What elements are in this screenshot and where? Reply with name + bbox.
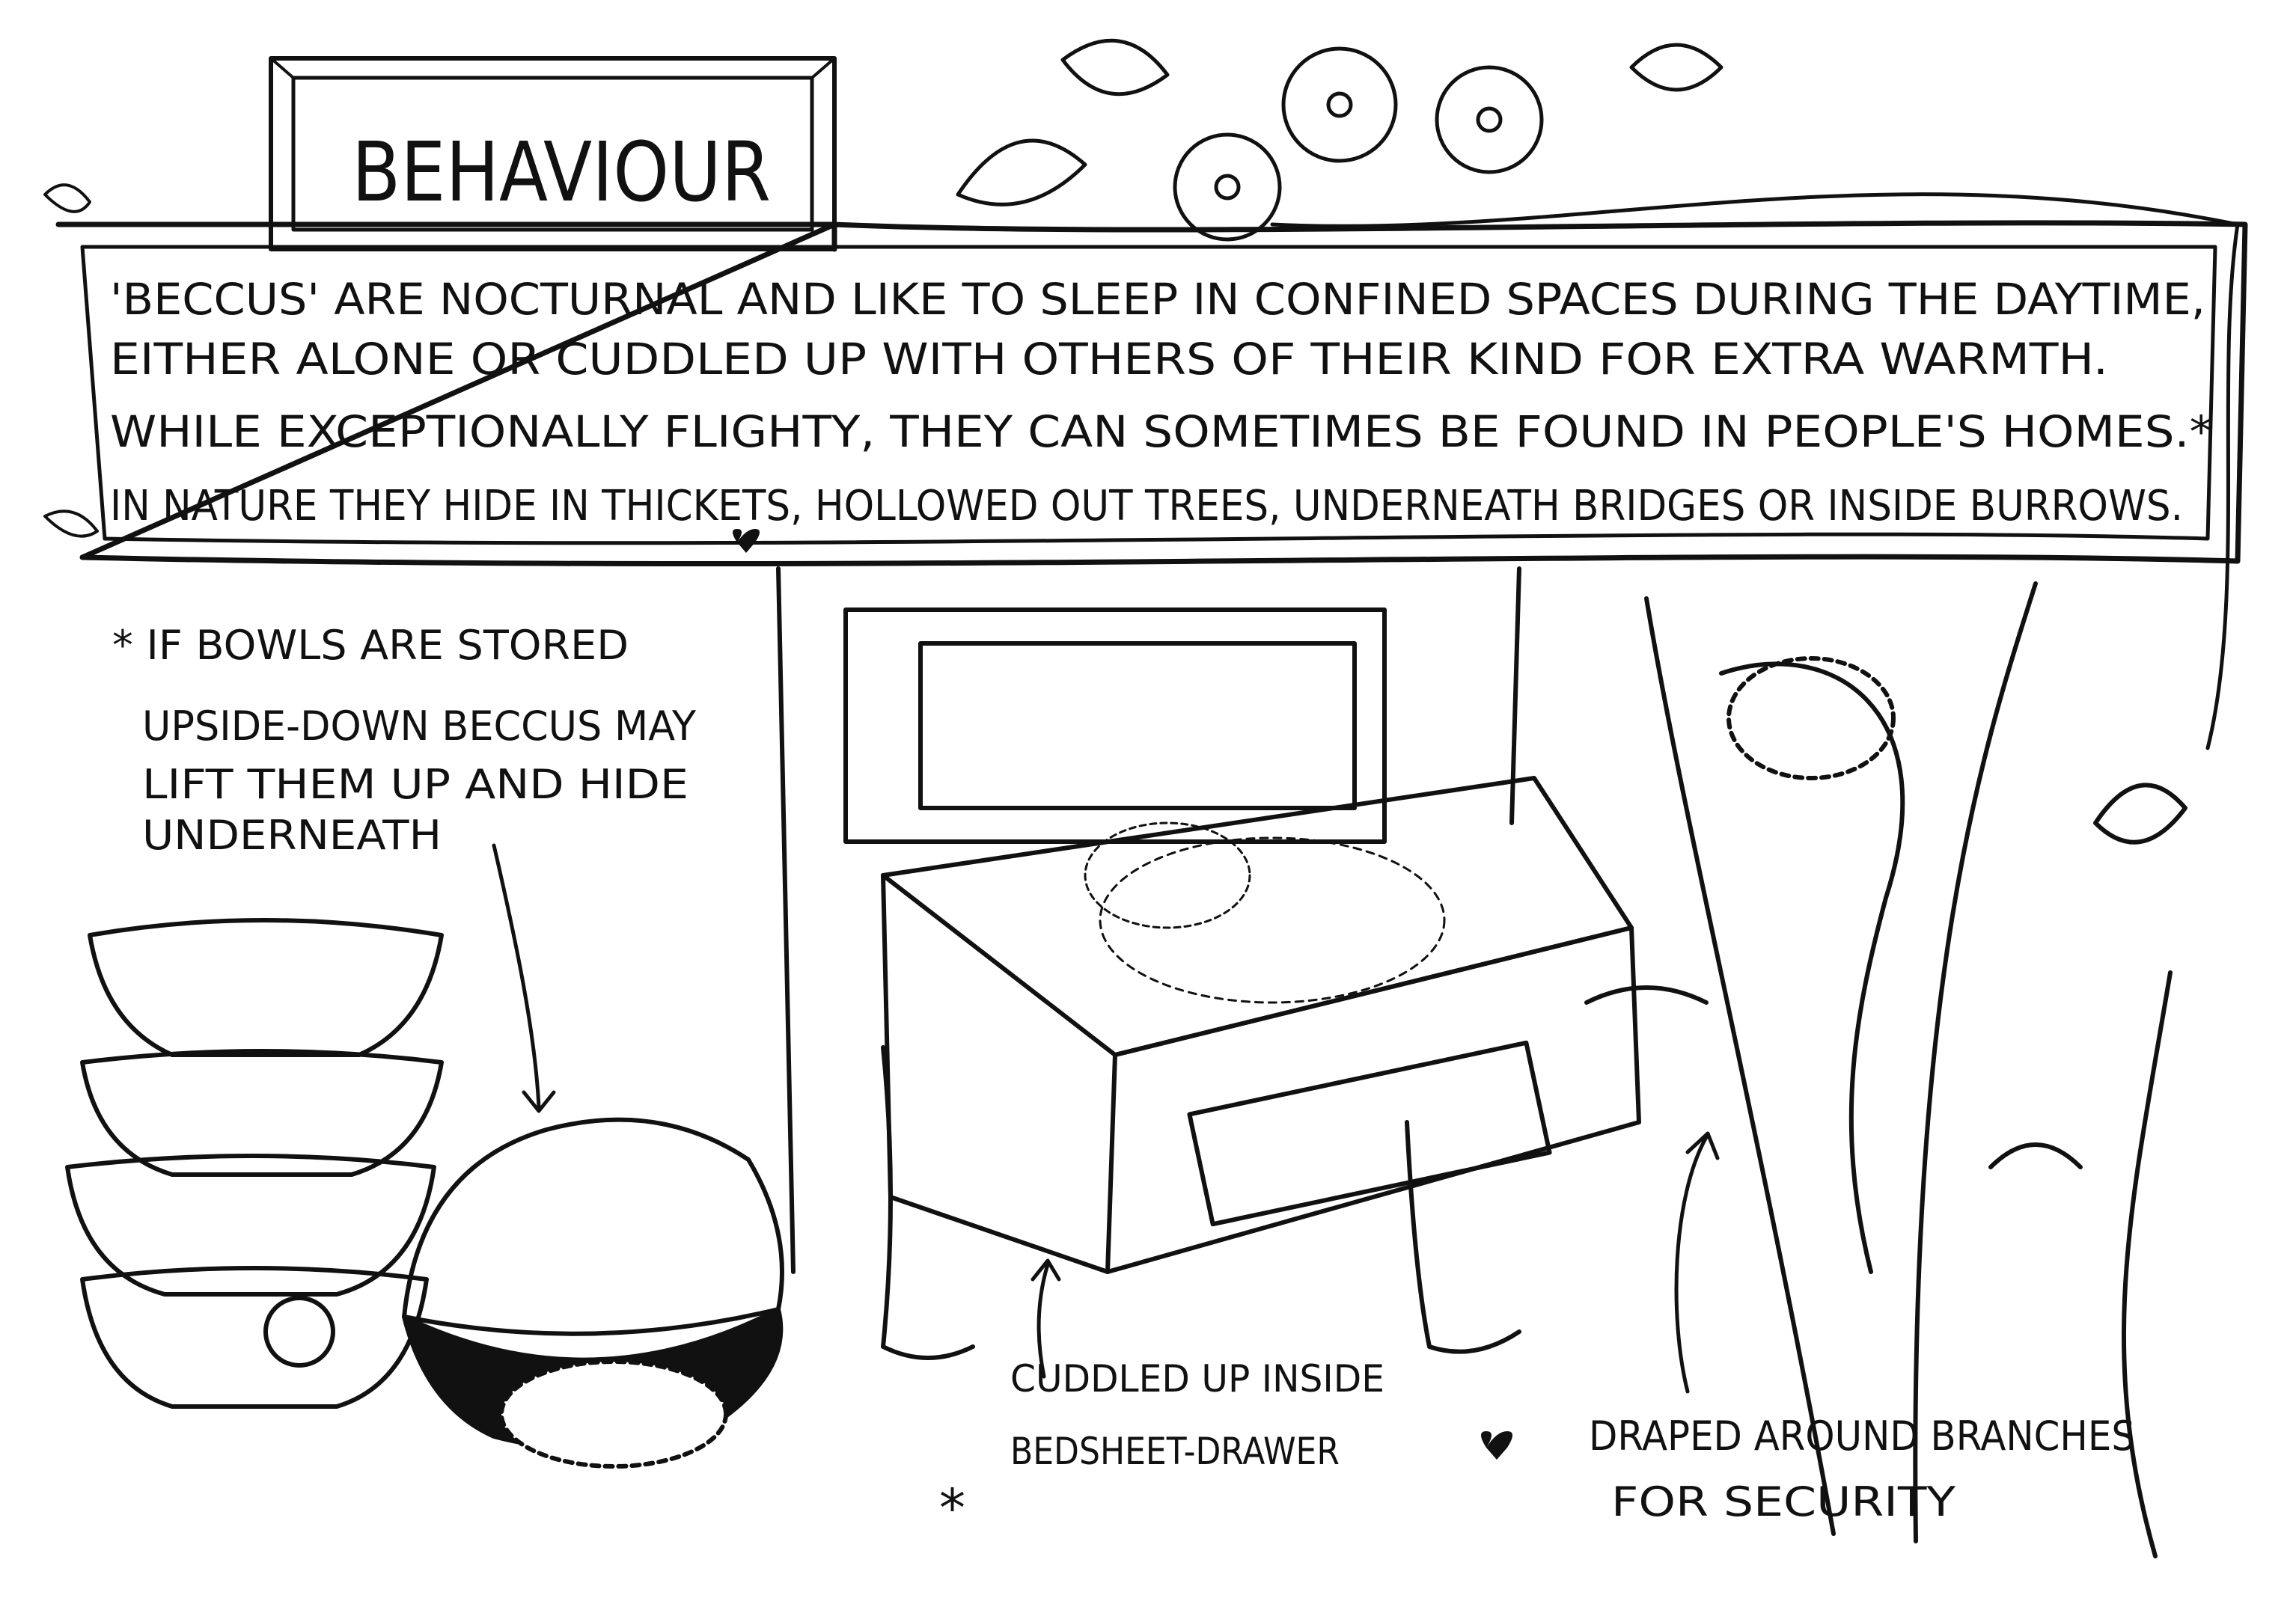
main-text-line: WHILE EXCEPTIONALLY FLIGHTY, THEY CAN SO… — [110, 406, 2213, 457]
main-text-line: EITHER ALONE OR CUDDLED UP WITH OTHERS O… — [110, 334, 2108, 385]
title-frame — [269, 56, 837, 251]
upside-down-bowl — [402, 1117, 784, 1469]
text-banner — [43, 183, 2248, 567]
footnote-line: UPSIDE-DOWN BECCUS MAY — [142, 703, 697, 750]
heart-icon — [733, 529, 760, 553]
rose-garland — [956, 38, 2240, 750]
branches-caption: DRAPED AROUND BRANCHES — [1589, 1413, 2135, 1460]
branches-caption: FOR SECURITY — [1611, 1478, 1956, 1525]
drawer-caption: BEDSHEET-DRAWER — [1010, 1430, 1340, 1473]
page-title: BEHAVIOUR — [352, 124, 771, 220]
drawer-caption: CUDDLED UP INSIDE — [1010, 1357, 1384, 1401]
main-text-line: IN NATURE THEY HIDE IN THICKETS, HOLLOWE… — [110, 482, 2183, 530]
bowl-stack — [65, 918, 444, 1409]
main-text-line: 'BECCUS' ARE NOCTURNAL AND LIKE TO SLEEP… — [110, 274, 2205, 325]
heart-icon — [1481, 1431, 1512, 1460]
sleeping-beccus-drawer — [1084, 821, 1446, 1004]
footnote: * IF BOWLS ARE STORED UPSIDE-DOWN BECCUS… — [112, 622, 697, 859]
footnote-line: * IF BOWLS ARE STORED — [112, 622, 629, 669]
footnote-line: LIFT THEM UP AND HIDE — [142, 761, 689, 808]
main-paragraph: 'BECCUS' ARE NOCTURNAL AND LIKE TO SLEEP… — [110, 274, 2213, 530]
asterisk-marker: * — [939, 1478, 965, 1539]
drawer-cabinet — [776, 566, 1641, 1360]
pointer-arrows — [492, 843, 1720, 1394]
thorny-branches — [1584, 581, 2187, 1558]
footnote-line: UNDERNEATH — [142, 812, 442, 859]
